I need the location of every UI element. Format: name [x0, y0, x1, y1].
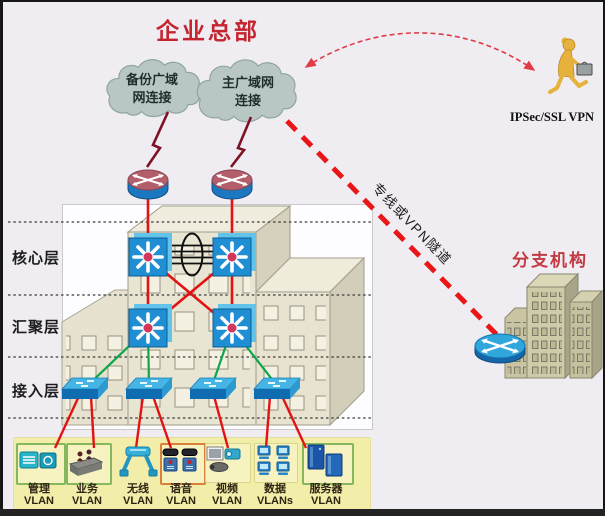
- remote-vpn-arrow: [304, 32, 536, 71]
- vlan-box-wireless: [115, 443, 161, 481]
- branch-building: [504, 272, 604, 380]
- remote-user-label: IPSec/SSL VPN: [509, 110, 595, 124]
- vlan-box-business: [66, 443, 112, 485]
- wan-router-backup: [127, 169, 169, 200]
- remote-user-icon: [548, 37, 593, 94]
- wan-router-primary: [211, 169, 253, 200]
- vlan-box-data: [254, 443, 298, 483]
- vlan-box-server: [302, 443, 354, 485]
- vlan-box-voice: [160, 443, 206, 485]
- core-layer-label: 核心层: [12, 250, 61, 267]
- wan-tunnel-label: 专线或VPN隧道: [369, 180, 455, 268]
- wan-bolt-links: [145, 111, 253, 168]
- frame-border-right: [603, 0, 605, 516]
- backup-wan-cloud-label: 备份广域 网连接: [125, 72, 178, 105]
- frame-border-left: [0, 0, 3, 516]
- branch-router: [474, 333, 526, 364]
- vlan-box-management: [16, 443, 66, 485]
- frame-border-top: [0, 0, 605, 2]
- vlan-box-video: [205, 443, 251, 483]
- building-frame-panel: [62, 204, 373, 430]
- frame-border-bottom: [0, 509, 605, 516]
- access-layer-label: 接入层: [12, 383, 61, 400]
- primary-wan-cloud-label: 主广域网 连接: [221, 75, 274, 108]
- branch-office-label: 分支机构: [512, 251, 588, 270]
- diagram-title: 企业总部: [156, 18, 260, 44]
- aggregation-layer-label: 汇聚层: [12, 319, 61, 336]
